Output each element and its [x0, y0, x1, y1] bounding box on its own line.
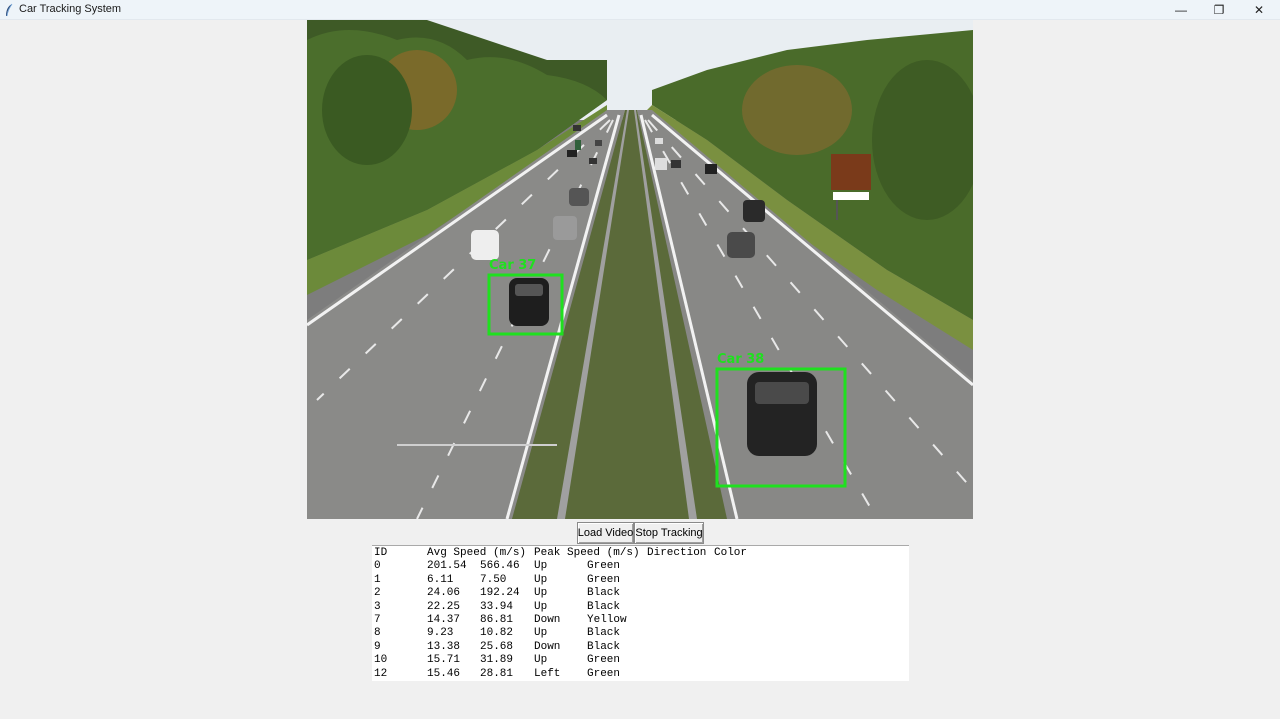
row-id: 2	[374, 587, 381, 600]
header-avg-speed: Avg Speed (m/s)	[427, 547, 527, 559]
results-row: 3 22.25 33.94 Up Black	[372, 601, 909, 614]
row-id: 9	[374, 640, 381, 653]
results-row: 8 9.23 10.82 Up Black	[372, 627, 909, 640]
stop-tracking-button[interactable]: Stop Tracking	[634, 522, 704, 544]
row-direction: Down	[534, 640, 561, 653]
header-id: ID	[374, 547, 388, 559]
row-avg-speed: 14.37	[427, 613, 461, 626]
row-color: Black	[587, 600, 621, 613]
row-peak-speed: 28.81	[480, 667, 514, 680]
results-row: 7 14.37 86.81 Down Yellow	[372, 614, 909, 627]
row-avg-speed: 9.23	[427, 627, 454, 640]
header-color: Color	[714, 547, 748, 559]
restore-icon: ❐	[1213, 3, 1225, 17]
row-peak-speed: 7.50	[480, 573, 507, 586]
row-color: Black	[587, 587, 621, 600]
detection-box-car-37	[487, 273, 564, 336]
row-direction: Up	[534, 560, 548, 573]
row-color: Green	[587, 667, 621, 680]
detection-label-car-37: Car 37	[489, 258, 536, 273]
row-avg-speed: 24.06	[427, 587, 461, 600]
row-id: 12	[374, 667, 388, 680]
feather-app-icon	[6, 3, 13, 17]
detection-label-car-38: Car 38	[717, 352, 764, 367]
row-id: 8	[374, 627, 381, 640]
row-color: Green	[587, 560, 621, 573]
row-direction: Up	[534, 654, 548, 667]
results-row: 9 13.38 25.68 Down Black	[372, 641, 909, 654]
results-row: 10 15.71 31.89 Up Green	[372, 654, 909, 667]
row-id: 0	[374, 560, 381, 573]
detection-box-car-38	[715, 367, 847, 488]
row-color: Yellow	[587, 613, 627, 626]
results-row: 12 15.46 28.81 Left Green	[372, 668, 909, 681]
row-avg-speed: 6.11	[427, 573, 454, 586]
row-color: Black	[587, 627, 621, 640]
row-avg-speed: 15.46	[427, 667, 461, 680]
title-bar: Car Tracking System — ❐ ✕	[0, 0, 1280, 20]
row-peak-speed: 33.94	[480, 600, 514, 613]
row-direction: Up	[534, 587, 548, 600]
close-button[interactable]: ✕	[1239, 0, 1279, 20]
row-avg-speed: 15.71	[427, 654, 461, 667]
row-direction: Left	[534, 667, 561, 680]
header-direction: Direction	[647, 547, 707, 559]
results-header-row: ID Avg Speed (m/s) Peak Speed (m/s) Dire…	[372, 547, 909, 560]
row-peak-speed: 192.24	[480, 587, 520, 600]
minimize-button[interactable]: —	[1161, 0, 1201, 20]
row-avg-speed: 22.25	[427, 600, 461, 613]
close-icon: ✕	[1253, 3, 1265, 17]
minimize-icon: —	[1175, 3, 1187, 17]
results-textbox[interactable]: ID Avg Speed (m/s) Peak Speed (m/s) Dire…	[372, 545, 909, 681]
row-id: 1	[374, 573, 381, 586]
row-peak-speed: 566.46	[480, 560, 520, 573]
results-row: 0 201.54 566.46 Up Green	[372, 560, 909, 573]
row-direction: Up	[534, 600, 548, 613]
header-peak-speed: Peak Speed (m/s)	[534, 547, 640, 559]
row-avg-speed: 13.38	[427, 640, 461, 653]
row-peak-speed: 31.89	[480, 654, 514, 667]
highway-scene: Car 37 Car 38	[307, 20, 973, 519]
video-frame: Car 37 Car 38	[307, 20, 973, 519]
row-direction: Up	[534, 573, 548, 586]
row-color: Green	[587, 654, 621, 667]
row-direction: Up	[534, 627, 548, 640]
row-peak-speed: 86.81	[480, 613, 514, 626]
row-id: 10	[374, 654, 388, 667]
row-color: Black	[587, 640, 621, 653]
window-title: Car Tracking System	[19, 3, 122, 15]
load-video-button[interactable]: Load Video	[577, 522, 634, 544]
results-row: 2 24.06 192.24 Up Black	[372, 587, 909, 600]
row-color: Green	[587, 573, 621, 586]
row-id: 3	[374, 600, 381, 613]
row-peak-speed: 25.68	[480, 640, 514, 653]
row-avg-speed: 201.54	[427, 560, 467, 573]
row-direction: Down	[534, 613, 561, 626]
maximize-button[interactable]: ❐	[1199, 0, 1239, 20]
row-peak-speed: 10.82	[480, 627, 514, 640]
row-id: 7	[374, 613, 381, 626]
results-row: 1 6.11 7.50 Up Green	[372, 574, 909, 587]
control-buttons: Load Video Stop Tracking	[577, 522, 704, 544]
